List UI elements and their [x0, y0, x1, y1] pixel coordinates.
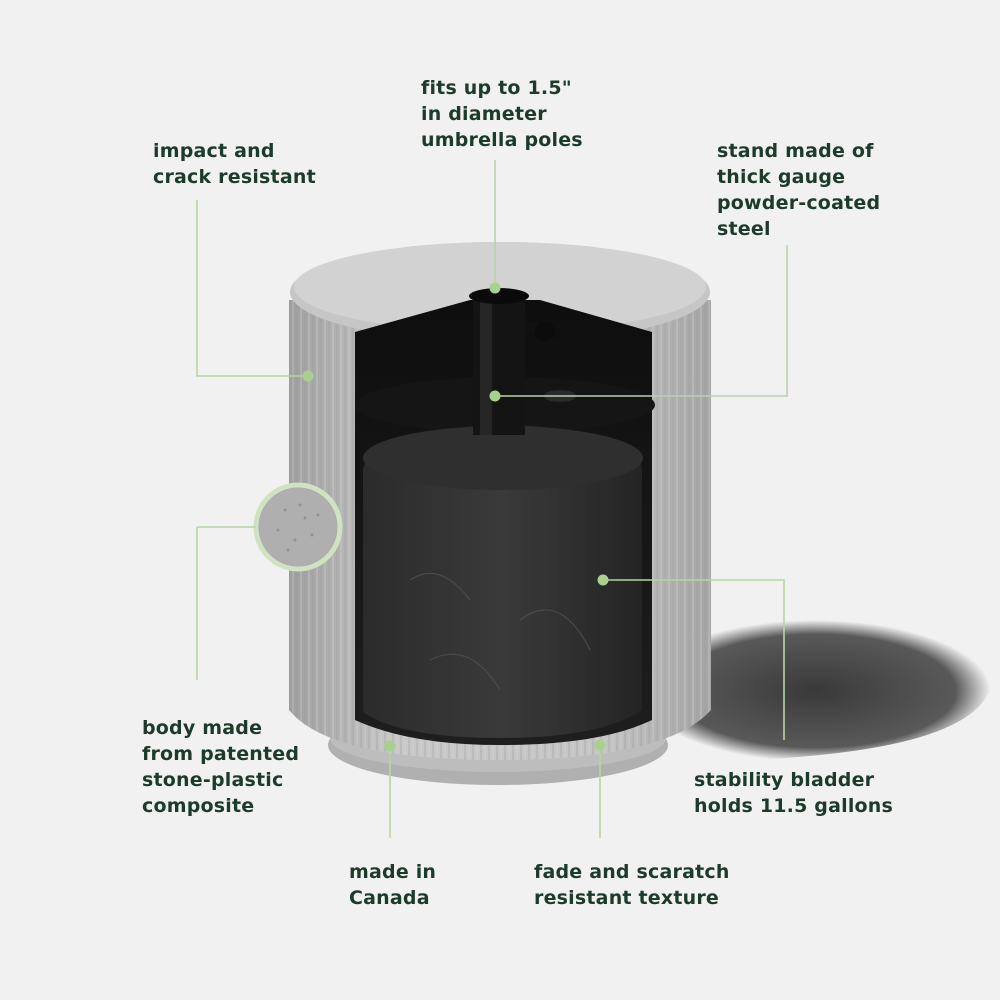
- callout-pole-diameter: fits up to 1.5" in diameter umbrella pol…: [421, 75, 583, 153]
- stability-bladder: [363, 425, 642, 738]
- callout-line: fade and scaratch: [534, 861, 730, 883]
- callout-line: crack resistant: [153, 166, 316, 188]
- callout-line: thick gauge: [717, 166, 846, 188]
- callout-steel-stand: stand made of thick gauge powder-coated …: [717, 138, 880, 242]
- callout-line: umbrella poles: [421, 129, 583, 151]
- callout-stability-bladder: stability bladder holds 11.5 gallons: [694, 767, 893, 819]
- callout-line: stability bladder: [694, 769, 875, 791]
- callout-line: impact and: [153, 140, 275, 162]
- callout-line: powder-coated: [717, 192, 881, 214]
- callout-line: in diameter: [421, 103, 547, 125]
- callout-line: steel: [717, 218, 771, 240]
- callout-line: composite: [142, 795, 255, 817]
- callout-line: stand made of: [717, 140, 874, 162]
- callout-made-in-canada: made in Canada: [349, 859, 436, 911]
- callout-line: body made: [142, 717, 263, 739]
- callout-fade-resistant-texture: fade and scaratch resistant texture: [534, 859, 730, 911]
- callout-line: holds 11.5 gallons: [694, 795, 894, 817]
- callout-impact-resistant: impact and crack resistant: [153, 138, 316, 190]
- callout-line: stone-plastic: [142, 769, 284, 791]
- callout-stone-plastic-body: body made from patented stone-plastic co…: [142, 715, 299, 819]
- leader-dots: [302, 282, 609, 752]
- callout-line: from patented: [142, 743, 300, 765]
- cast-shadow: [640, 620, 991, 762]
- callout-line: made in: [349, 861, 437, 883]
- callout-line: Canada: [349, 887, 430, 909]
- leader-lines: [196, 160, 788, 838]
- callout-line: resistant texture: [534, 887, 720, 909]
- callout-line: fits up to 1.5": [421, 77, 572, 99]
